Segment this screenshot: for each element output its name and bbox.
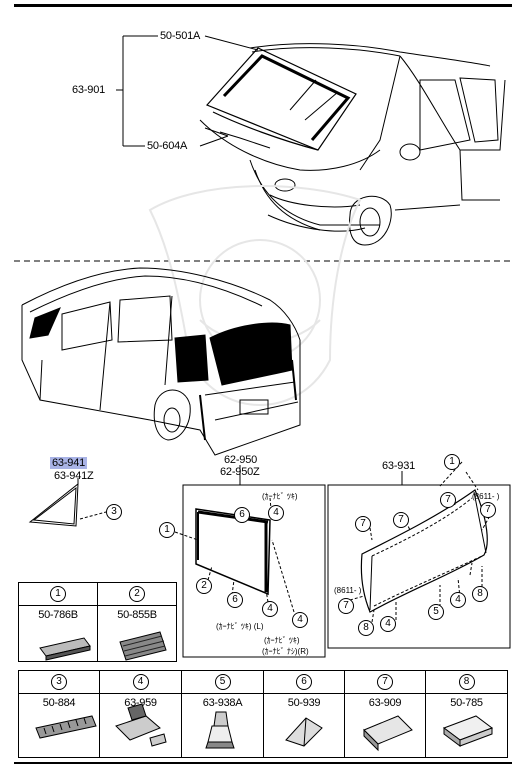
legend-cell-3[interactable]: 3 50-884	[18, 670, 100, 758]
side-callout-2[interactable]: 2	[196, 578, 212, 594]
legend-cell-1-header: 1	[19, 583, 97, 606]
legend-num-5: 5	[214, 674, 231, 690]
legend-cell-3-header: 3	[19, 671, 99, 694]
rear-callout-7-d[interactable]: 7	[355, 516, 371, 532]
quarter-glass	[28, 478, 107, 527]
side-callout-6-top[interactable]: 6	[234, 507, 250, 523]
legend-cell-2-header: 2	[98, 583, 176, 606]
part-label-quarter-glass[interactable]: 63-941	[50, 457, 88, 469]
windshield-glass	[204, 47, 357, 151]
legend-cell-8[interactable]: 8 50-785	[425, 670, 508, 758]
van-rear-view	[21, 267, 301, 456]
legend-num-6: 6	[296, 674, 312, 690]
side-glass-note-right-2: (ｶｰﾅﾋﾞ ﾅｼ)(R)	[262, 647, 309, 656]
legend-num-4: 4	[132, 674, 149, 690]
legend-cell-6-header: 6	[264, 671, 344, 694]
bottom-border-bar	[14, 762, 512, 764]
rear-callout-7-a[interactable]: 7	[440, 492, 456, 508]
side-callout-4-top[interactable]: 4	[268, 505, 284, 521]
rear-glass-serial-note-left: (8611- )	[334, 586, 362, 595]
legend-cell-5[interactable]: 5 63-938A	[181, 670, 264, 758]
rear-callout-4-a[interactable]: 4	[450, 592, 466, 608]
side-glass-note-top: (ｶｰﾅﾋﾞ ﾂｷ)	[262, 492, 298, 501]
legend-code-4[interactable]: 63-959	[124, 697, 157, 709]
legend-cell-2[interactable]: 2 50-855B	[97, 582, 177, 662]
side-callout-6-bottom[interactable]: 6	[227, 592, 243, 608]
legend-cell-7[interactable]: 7 63-909	[344, 670, 426, 758]
part-label-quarter-glass-alt[interactable]: 63-941Z	[54, 470, 94, 482]
legend-code-2[interactable]: 50-855B	[117, 609, 157, 621]
legend-code-6[interactable]: 50-939	[287, 697, 321, 709]
side-callout-4-bottom[interactable]: 4	[262, 601, 278, 617]
rear-callout-7-e[interactable]: 7	[338, 598, 354, 614]
legend-num-7: 7	[377, 674, 393, 690]
side-glass-note-right-1: (ｶｰﾅﾋﾞ ﾂｷ)	[264, 636, 300, 645]
legend-cell-4-header: 4	[100, 671, 181, 694]
legend-code-1[interactable]: 50-786B	[38, 609, 78, 621]
legend-num-1: 1	[50, 586, 66, 602]
van-front-view	[199, 43, 506, 246]
legend-num-3: 3	[51, 674, 67, 690]
windshield-leaders	[116, 35, 259, 147]
legend-code-7[interactable]: 63-909	[368, 697, 402, 709]
rear-glass-panel	[327, 461, 511, 649]
legend-num-2: 2	[129, 586, 145, 602]
top-border-bar	[14, 4, 512, 7]
rear-callout-5[interactable]: 5	[428, 604, 444, 620]
legend-cell-7-header: 7	[345, 671, 425, 694]
legend-cell-5-header: 5	[182, 671, 263, 694]
rear-callout-4-b[interactable]: 4	[380, 616, 396, 632]
callout-3[interactable]: 3	[106, 504, 122, 520]
legend-cell-8-header: 8	[426, 671, 507, 694]
part-label-side-glass-alt[interactable]: 62-950Z	[220, 466, 260, 478]
legend-code-3[interactable]: 50-884	[42, 697, 76, 709]
part-label-moulding-upper[interactable]: 50-501A	[160, 30, 201, 42]
side-callout-4-right[interactable]: 4	[292, 612, 308, 628]
side-glass-note-left: (ｶｰﾅﾋﾞ ﾂｷ) (L)	[216, 622, 264, 631]
legend-code-8[interactable]: 50-785	[450, 697, 483, 709]
rear-callout-8-a[interactable]: 8	[472, 586, 488, 602]
legend-cell-4[interactable]: 4 63-959	[99, 670, 182, 758]
rear-callout-1[interactable]: 1	[444, 454, 460, 470]
side-callout-1[interactable]: 1	[159, 522, 175, 538]
rear-glass-serial-note-top: (8611- )	[472, 492, 500, 501]
legend-cell-1[interactable]: 1 50-786B	[18, 582, 98, 662]
rear-callout-7-b[interactable]: 7	[480, 502, 496, 518]
legend-code-5[interactable]: 63-938A	[202, 697, 243, 709]
part-label-side-glass[interactable]: 62-950	[224, 454, 258, 466]
legend-cell-6[interactable]: 6 50-939	[263, 670, 345, 758]
part-label-windshield-glass[interactable]: 63-901	[72, 84, 106, 96]
part-label-rear-glass[interactable]: 63-931	[382, 460, 416, 472]
rear-callout-8-b[interactable]: 8	[358, 620, 374, 636]
rear-callout-7-c[interactable]: 7	[393, 512, 409, 528]
part-label-moulding-lower[interactable]: 50-604A	[147, 140, 188, 152]
legend-num-8: 8	[458, 674, 475, 690]
